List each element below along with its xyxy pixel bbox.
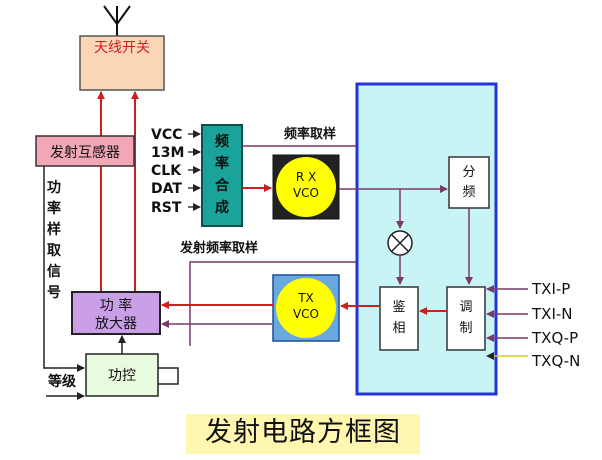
power-amplifier-box (71, 291, 161, 335)
power-sample-char-2: 率 (47, 200, 61, 217)
power-control-label: 功控 (108, 368, 136, 384)
transmit-coupler-box (35, 135, 135, 167)
modulator-label-1: 调 (459, 300, 472, 315)
phase-detector-box (379, 286, 419, 351)
caption-highlight (186, 414, 420, 454)
synth-char-3: 合 (215, 177, 230, 194)
frequency-synth-box (201, 124, 243, 227)
synth-char-4: 成 (215, 199, 229, 216)
divider-label-2: 频 (462, 185, 475, 200)
tx-freq-sample-label: 发射频率取样 (179, 240, 258, 256)
transmit-coupler-label: 发射互感器 (50, 144, 120, 161)
tx-vco-label-1: TX (297, 291, 314, 305)
divider-label-1: 分 (462, 165, 475, 180)
power-control-box (85, 353, 159, 397)
tx-freq-sample-line (189, 261, 404, 346)
synth-char-1: 频 (215, 133, 229, 150)
iq-input-txi-p: TXI-P (531, 280, 570, 298)
iq-input-txq-p: TXQ-P (531, 329, 578, 347)
power-sample-char-6: 号 (47, 285, 61, 301)
rx-vco-label-1: R X (296, 170, 316, 184)
synth-input-rst: RST (151, 200, 182, 216)
antenna-switch-box (79, 35, 165, 91)
level-label: 等级 (48, 373, 77, 390)
synth-input-dat: DAT (151, 181, 182, 197)
power-amplifier-label-2: 放大器 (95, 316, 137, 332)
diagram-caption: 发射电路方框图 (205, 417, 401, 448)
tx-vco-label-2: VCO (293, 307, 319, 321)
frequency-synth-label: 频 率 合 成 (215, 133, 230, 216)
antenna-icon (103, 5, 131, 36)
modulator-label-2: 制 (459, 321, 472, 336)
phase-detector-label-1: 鉴 (392, 300, 405, 315)
synth-inputs: VCC 13M CLK DAT RST (151, 127, 184, 216)
power-sample-char-1: 功 (47, 180, 61, 196)
power-sample-char-4: 取 (47, 243, 62, 259)
coupler-to-power-control-line (43, 166, 85, 372)
iq-input-labels: TXI-P TXI-N TXQ-P TXQ-N (531, 280, 580, 370)
power-control-to-pa-line (158, 367, 179, 385)
synth-char-2: 率 (215, 155, 229, 172)
freq-sample-label: 频率取样 (284, 126, 336, 142)
phase-detector-label-2: 相 (392, 321, 405, 336)
iq-input-txi-n: TXI-N (531, 305, 573, 323)
rx-vco-circle (276, 157, 336, 217)
synth-input-13m: 13M (151, 145, 184, 161)
power-sample-char-5: 信 (47, 263, 61, 280)
iq-input-arrows (486, 285, 528, 360)
tx-vco-circle (276, 278, 336, 338)
power-amplifier-label-1: 功 率 (100, 297, 132, 314)
synth-input-vcc: VCC (151, 127, 182, 143)
antenna-switch-label: 天线开关 (94, 40, 150, 56)
power-sample-char-3: 样 (47, 221, 61, 238)
mixer-icon (387, 230, 413, 256)
power-sample-vertical-label: 功 率 样 取 信 号 (47, 180, 62, 301)
synth-input-clk: CLK (151, 163, 182, 179)
synth-input-arrows (188, 130, 201, 211)
modulator-box (446, 286, 486, 351)
rx-vco-label-2: VCO (293, 186, 319, 200)
iq-input-txq-n: TXQ-N (531, 352, 580, 370)
